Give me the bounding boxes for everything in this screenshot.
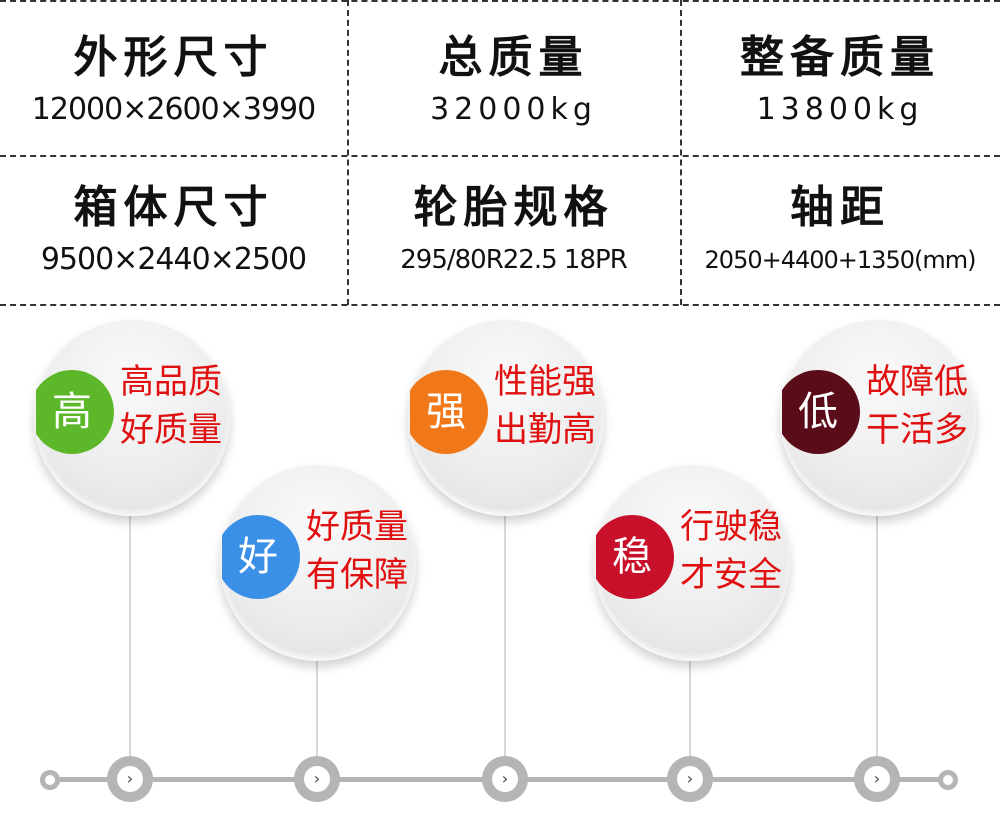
- spec-title: 轮胎规格: [413, 182, 614, 233]
- timeline-knob: ›: [107, 756, 153, 802]
- feature-line: 出勤高: [494, 410, 596, 450]
- spec-value: 2050+4400+1350(mm): [704, 246, 977, 274]
- spec-value: 32000kg: [430, 92, 597, 127]
- timeline-knob: ›: [667, 756, 713, 802]
- feature-line: 有保障: [306, 555, 408, 595]
- feature-stable-driving: 稳行驶稳才安全: [594, 465, 790, 661]
- feature-line: 好质量: [120, 410, 222, 450]
- feature-line: 才安全: [680, 555, 782, 595]
- spec-title: 外形尺寸: [73, 32, 274, 83]
- chevron-right-icon: ›: [117, 766, 143, 792]
- feature-line: 高品质: [120, 362, 222, 402]
- spec-curb-mass: 整备质量 13800kg: [680, 28, 1000, 132]
- feature-line: 故障低: [866, 362, 968, 402]
- spec-total-mass: 总质量 32000kg: [347, 28, 680, 132]
- spec-title: 轴距: [790, 182, 890, 233]
- badge-icon: 低: [782, 370, 860, 454]
- chevron-right-icon: ›: [304, 766, 330, 792]
- spec-wheelbase: 轴距 2050+4400+1350(mm): [680, 178, 1000, 282]
- feature-line: 性能强: [494, 362, 596, 402]
- feature-line: 好质量: [306, 507, 408, 547]
- spec-box-size: 箱体尺寸 9500×2440×2500: [0, 178, 347, 282]
- timeline-end: [938, 770, 958, 790]
- spec-value: 295/80R22.5 18PR: [400, 245, 628, 275]
- badge-icon: 高: [36, 370, 114, 454]
- feature-low-failure: 低故障低干活多: [780, 320, 976, 516]
- feature-high-quality: 高高品质好质量: [34, 320, 230, 516]
- spec-title: 总质量: [438, 32, 589, 83]
- spec-tire: 轮胎规格 295/80R22.5 18PR: [347, 178, 680, 282]
- timeline-knob: ›: [294, 756, 340, 802]
- chevron-right-icon: ›: [864, 766, 890, 792]
- feature-strong-performance: 强性能强出勤高: [408, 320, 604, 516]
- timeline-knob: ›: [854, 756, 900, 802]
- spec-value: 12000×2600×3990: [31, 92, 316, 127]
- spec-value: 9500×2440×2500: [40, 242, 307, 277]
- badge-icon: 好: [222, 515, 300, 599]
- spec-value: 13800kg: [756, 92, 924, 127]
- feature-line: 行驶稳: [680, 507, 782, 547]
- spec-exterior-size: 外形尺寸 12000×2600×3990: [0, 28, 347, 132]
- spec-title: 箱体尺寸: [73, 182, 274, 233]
- spec-title: 整备质量: [740, 32, 940, 83]
- chevron-right-icon: ›: [677, 766, 703, 792]
- timeline-knob: ›: [482, 756, 528, 802]
- badge-icon: 强: [410, 370, 488, 454]
- feature-line: 干活多: [866, 410, 968, 450]
- chevron-right-icon: ›: [492, 766, 518, 792]
- feature-good-quality: 好好质量有保障: [220, 465, 416, 661]
- badge-icon: 稳: [596, 515, 674, 599]
- timeline-start: [40, 770, 60, 790]
